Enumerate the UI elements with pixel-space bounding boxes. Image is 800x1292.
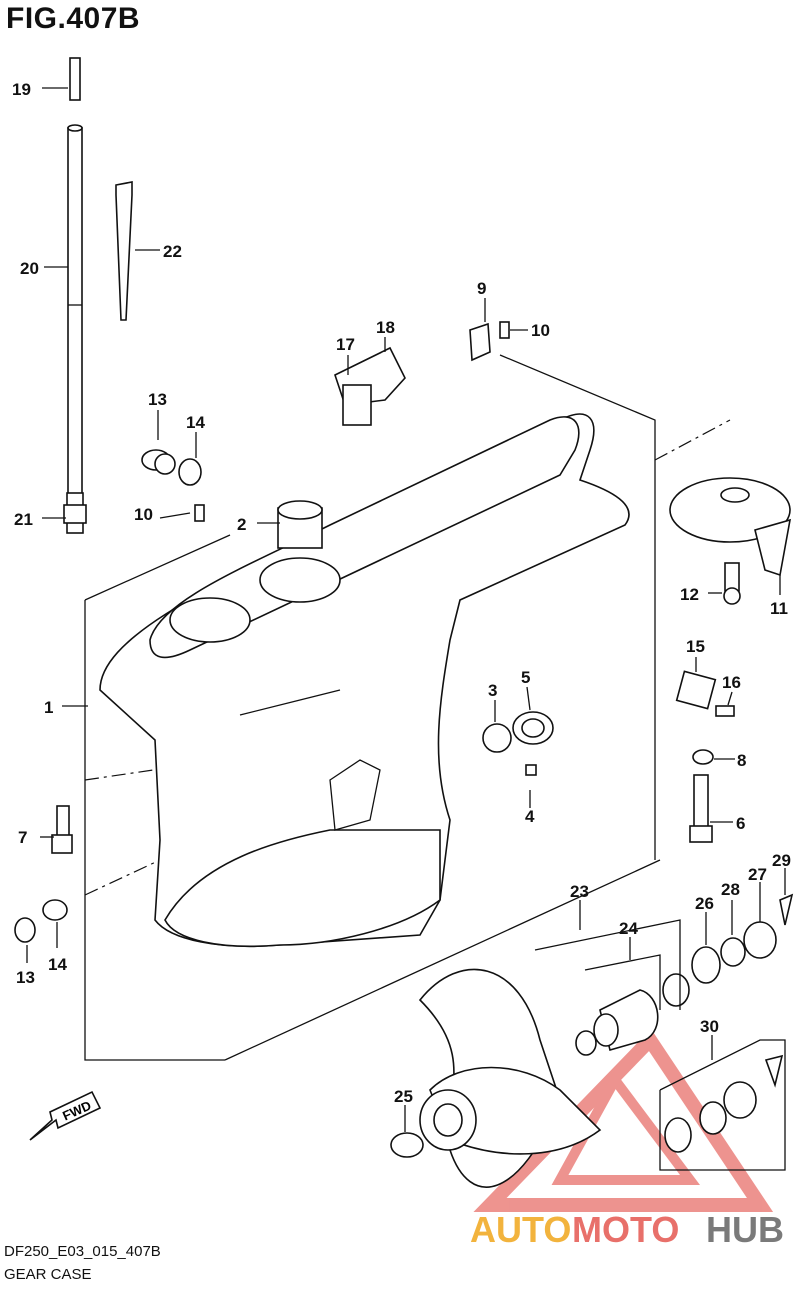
callout-13-bottom: 13 [16,968,35,987]
gear-case-body [99,413,630,948]
callout-10-left: 10 [134,505,153,524]
gear-case-box [84,354,731,1061]
leader-lines [26,87,786,1132]
watermark-moto: MOTO [572,1209,679,1250]
watermark-text: AUTO MOTO HUB [470,1209,784,1250]
drawing-code: DF250_E03_015_407B [4,1243,161,1260]
callout-12: 12 [680,585,699,604]
callout-16: 16 [722,673,741,692]
callout-30: 30 [700,1017,719,1036]
callout-25: 25 [394,1087,413,1106]
watermark-hub: HUB [706,1209,784,1250]
callout-17: 17 [336,335,355,354]
callout-29: 29 [772,851,791,870]
figure-title: FIG.407B [6,2,141,35]
drive-shaft [63,57,133,534]
callout-10-right: 10 [531,321,550,340]
callout-19: 19 [12,80,31,99]
callout-27: 27 [748,865,767,884]
figure-caption: GEAR CASE [4,1266,92,1283]
callout-24: 24 [619,919,638,938]
callout-5: 5 [521,668,530,687]
callout-4: 4 [525,807,535,826]
callout-14-bottom: 14 [48,955,67,974]
callout-26: 26 [695,894,714,913]
callout-22: 22 [163,242,182,261]
callout-28: 28 [721,880,740,899]
callout-21: 21 [14,510,33,529]
callout-labels: 19 20 22 21 10 2 1 7 9 10 17 18 13 14 12… [12,80,791,1106]
fwd-arrow: FWD [29,1090,102,1141]
callout-9: 9 [477,279,486,298]
propeller [390,893,794,1188]
callout-14-top: 14 [186,413,205,432]
callout-13-top: 13 [148,390,167,409]
callout-2: 2 [237,515,246,534]
watermark-auto: AUTO [470,1209,571,1250]
callout-1: 1 [44,698,53,717]
callout-18: 18 [376,318,395,337]
callout-3: 3 [488,681,497,700]
small-parts [14,321,735,943]
callout-15: 15 [686,637,705,656]
anode [669,477,792,605]
callout-23: 23 [570,882,589,901]
callout-11: 11 [770,599,788,618]
callout-8: 8 [737,751,746,770]
callout-6: 6 [736,814,745,833]
callout-7: 7 [18,828,27,847]
callout-20: 20 [20,259,39,278]
